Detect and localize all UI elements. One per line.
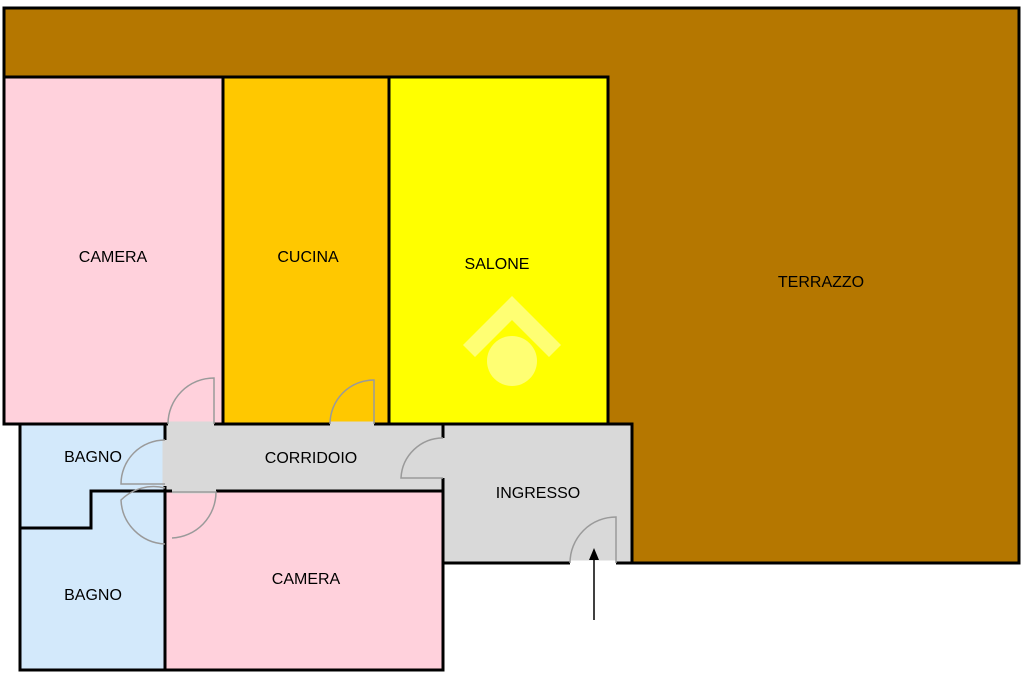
label-bagno-bottom: BAGNO	[64, 587, 122, 604]
room-camera-bottom	[163, 489, 445, 672]
label-corridoio: CORRIDOIO	[265, 450, 357, 467]
door-openings	[162, 421, 446, 494]
label-cucina: CUCINA	[277, 249, 339, 266]
room-ingresso	[441, 422, 634, 565]
room-salone	[387, 75, 610, 426]
label-camera-bottom: CAMERA	[272, 571, 341, 588]
label-salone: SALONE	[465, 256, 530, 273]
door-swings	[120, 377, 617, 564]
label-bagno-top: BAGNO	[64, 449, 122, 466]
label-camera-top: CAMERA	[79, 249, 148, 266]
label-ingresso: INGRESSO	[496, 485, 580, 502]
house-logo-icon	[463, 296, 561, 386]
label-terrazzo: TERRAZZO	[778, 274, 864, 291]
entrance-arrow-icon	[589, 548, 599, 620]
